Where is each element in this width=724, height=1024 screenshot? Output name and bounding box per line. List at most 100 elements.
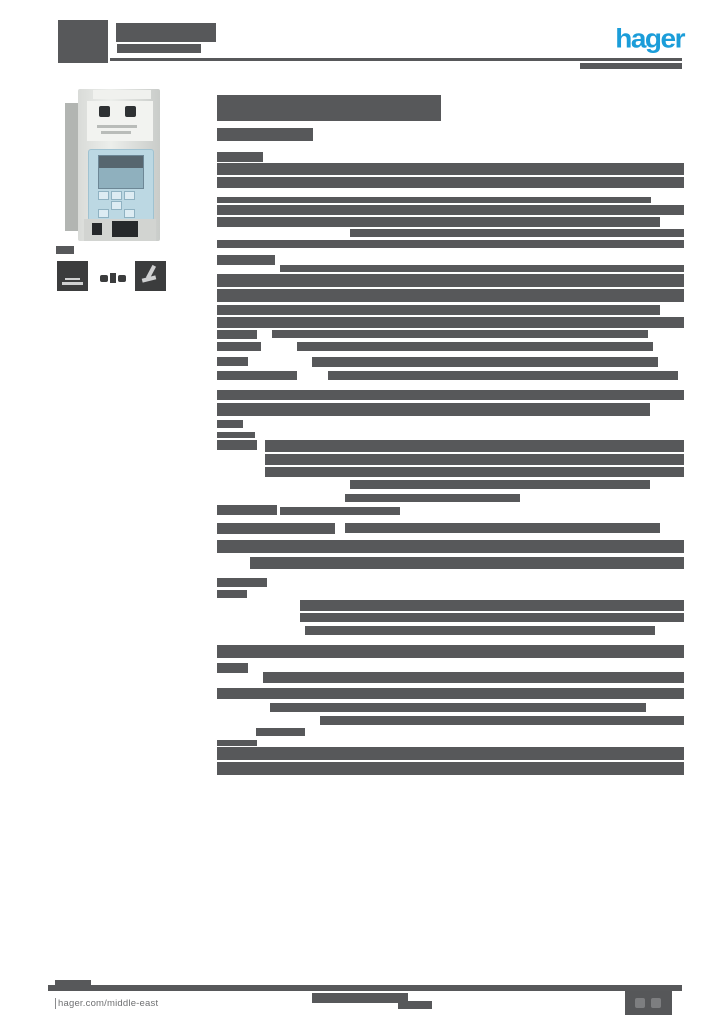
text-line-bar xyxy=(345,523,660,533)
terminal-screw-icon xyxy=(99,106,110,117)
text-line-bar xyxy=(217,420,243,428)
certification-icon-1 xyxy=(57,261,88,291)
text-line-bar xyxy=(280,265,684,272)
text-line-bar xyxy=(217,403,650,416)
terminal-screw-icon xyxy=(125,106,136,117)
text-line-bar xyxy=(256,728,305,736)
device-label-line xyxy=(97,125,137,128)
text-line-bar xyxy=(217,540,684,553)
text-line-bar xyxy=(217,740,257,746)
text-line-bar xyxy=(217,432,255,438)
text-line-bar xyxy=(345,494,520,502)
cert-icon-glyph xyxy=(100,275,108,282)
text-line-bar xyxy=(217,440,257,450)
header-rule xyxy=(110,58,682,61)
certification-icon-2 xyxy=(99,269,127,286)
text-line-bar xyxy=(270,703,646,712)
text-line-bar xyxy=(250,557,684,569)
device-top-cap xyxy=(93,90,151,99)
text-line-bar xyxy=(217,177,684,188)
cert-icon-glyph xyxy=(65,278,80,280)
footer-page-number-block xyxy=(625,991,672,1015)
device-lcd-header xyxy=(99,156,143,168)
device-button xyxy=(124,191,135,200)
text-line-bar xyxy=(217,152,263,162)
footer-left-cap xyxy=(55,980,91,991)
text-line-bar xyxy=(217,645,684,658)
logo-underline-bar xyxy=(580,63,682,69)
text-line-bar xyxy=(217,371,297,380)
text-line-bar xyxy=(217,217,660,227)
text-line-bar xyxy=(297,342,653,351)
device-button xyxy=(111,191,122,200)
device-button xyxy=(111,201,122,210)
text-line-bar xyxy=(217,590,247,598)
text-line-bar xyxy=(320,716,684,725)
text-line-bar xyxy=(217,197,651,203)
device-button xyxy=(124,209,135,218)
device-bottom-terminals xyxy=(84,219,156,241)
cert-icon-glyph xyxy=(141,275,157,283)
text-line-bar xyxy=(300,600,684,611)
cert-icon-glyph xyxy=(62,282,83,285)
text-line-bar xyxy=(217,342,261,351)
text-line-bar xyxy=(265,454,684,465)
text-line-bar xyxy=(217,255,275,265)
text-line-bar xyxy=(312,357,658,367)
footer-center-text-bar xyxy=(312,993,408,1003)
text-line-bar xyxy=(350,229,684,237)
header-title-line-2 xyxy=(117,44,201,53)
text-line-bar xyxy=(305,626,655,635)
hager-logo: hager xyxy=(615,23,685,54)
text-line-bar xyxy=(217,317,684,328)
text-line-bar xyxy=(217,663,248,673)
device-top-terminals xyxy=(87,101,153,141)
device-din-fin xyxy=(65,103,80,231)
terminal-slot xyxy=(92,223,102,235)
text-line-bar xyxy=(328,371,678,380)
device-front-panel xyxy=(88,149,154,221)
text-line-bar xyxy=(217,578,267,587)
text-line-bar xyxy=(217,523,335,534)
content-subtitle-bar xyxy=(217,128,313,141)
certification-icon-3 xyxy=(135,261,166,291)
footer-rule xyxy=(48,985,682,991)
text-line-bar xyxy=(217,274,684,287)
text-line-bar xyxy=(280,507,400,515)
footer-link-box: hager.com/middle-east xyxy=(52,992,186,1014)
cert-icon-glyph xyxy=(110,273,116,283)
text-line-bar xyxy=(350,480,650,489)
header-title-line-1 xyxy=(116,23,216,42)
text-line-bar xyxy=(300,613,684,622)
text-line-bar xyxy=(272,330,648,338)
text-line-bar xyxy=(263,672,684,683)
device-button xyxy=(98,209,109,218)
text-line-bar xyxy=(217,330,257,339)
content-title-bar xyxy=(217,95,441,121)
device-button xyxy=(98,191,109,200)
text-line-bar xyxy=(265,467,684,477)
product-image xyxy=(57,87,172,243)
text-line-bar xyxy=(265,440,684,452)
footer-website-link[interactable]: hager.com/middle-east xyxy=(55,997,158,1009)
text-line-bar xyxy=(217,762,684,775)
text-line-bar xyxy=(217,688,684,699)
cert-icon-glyph xyxy=(118,275,126,282)
text-line-bar xyxy=(217,390,684,400)
text-line-bar xyxy=(217,240,684,248)
text-line-bar xyxy=(217,505,277,515)
text-line-bar xyxy=(217,305,660,315)
device-lcd-screen xyxy=(98,155,144,189)
header-product-code-block xyxy=(58,20,108,63)
footer-center-subscript-bar xyxy=(398,1001,432,1009)
photo-caption-bar xyxy=(56,246,74,254)
page-number-glyph xyxy=(651,998,661,1008)
text-line-bar xyxy=(217,163,684,175)
text-line-bar xyxy=(217,747,684,760)
device-label-line xyxy=(101,131,131,134)
text-line-bar xyxy=(217,357,248,366)
text-line-bar xyxy=(217,289,684,302)
text-line-bar xyxy=(217,205,684,215)
terminal-slot xyxy=(112,221,138,237)
page-number-glyph xyxy=(635,998,645,1008)
